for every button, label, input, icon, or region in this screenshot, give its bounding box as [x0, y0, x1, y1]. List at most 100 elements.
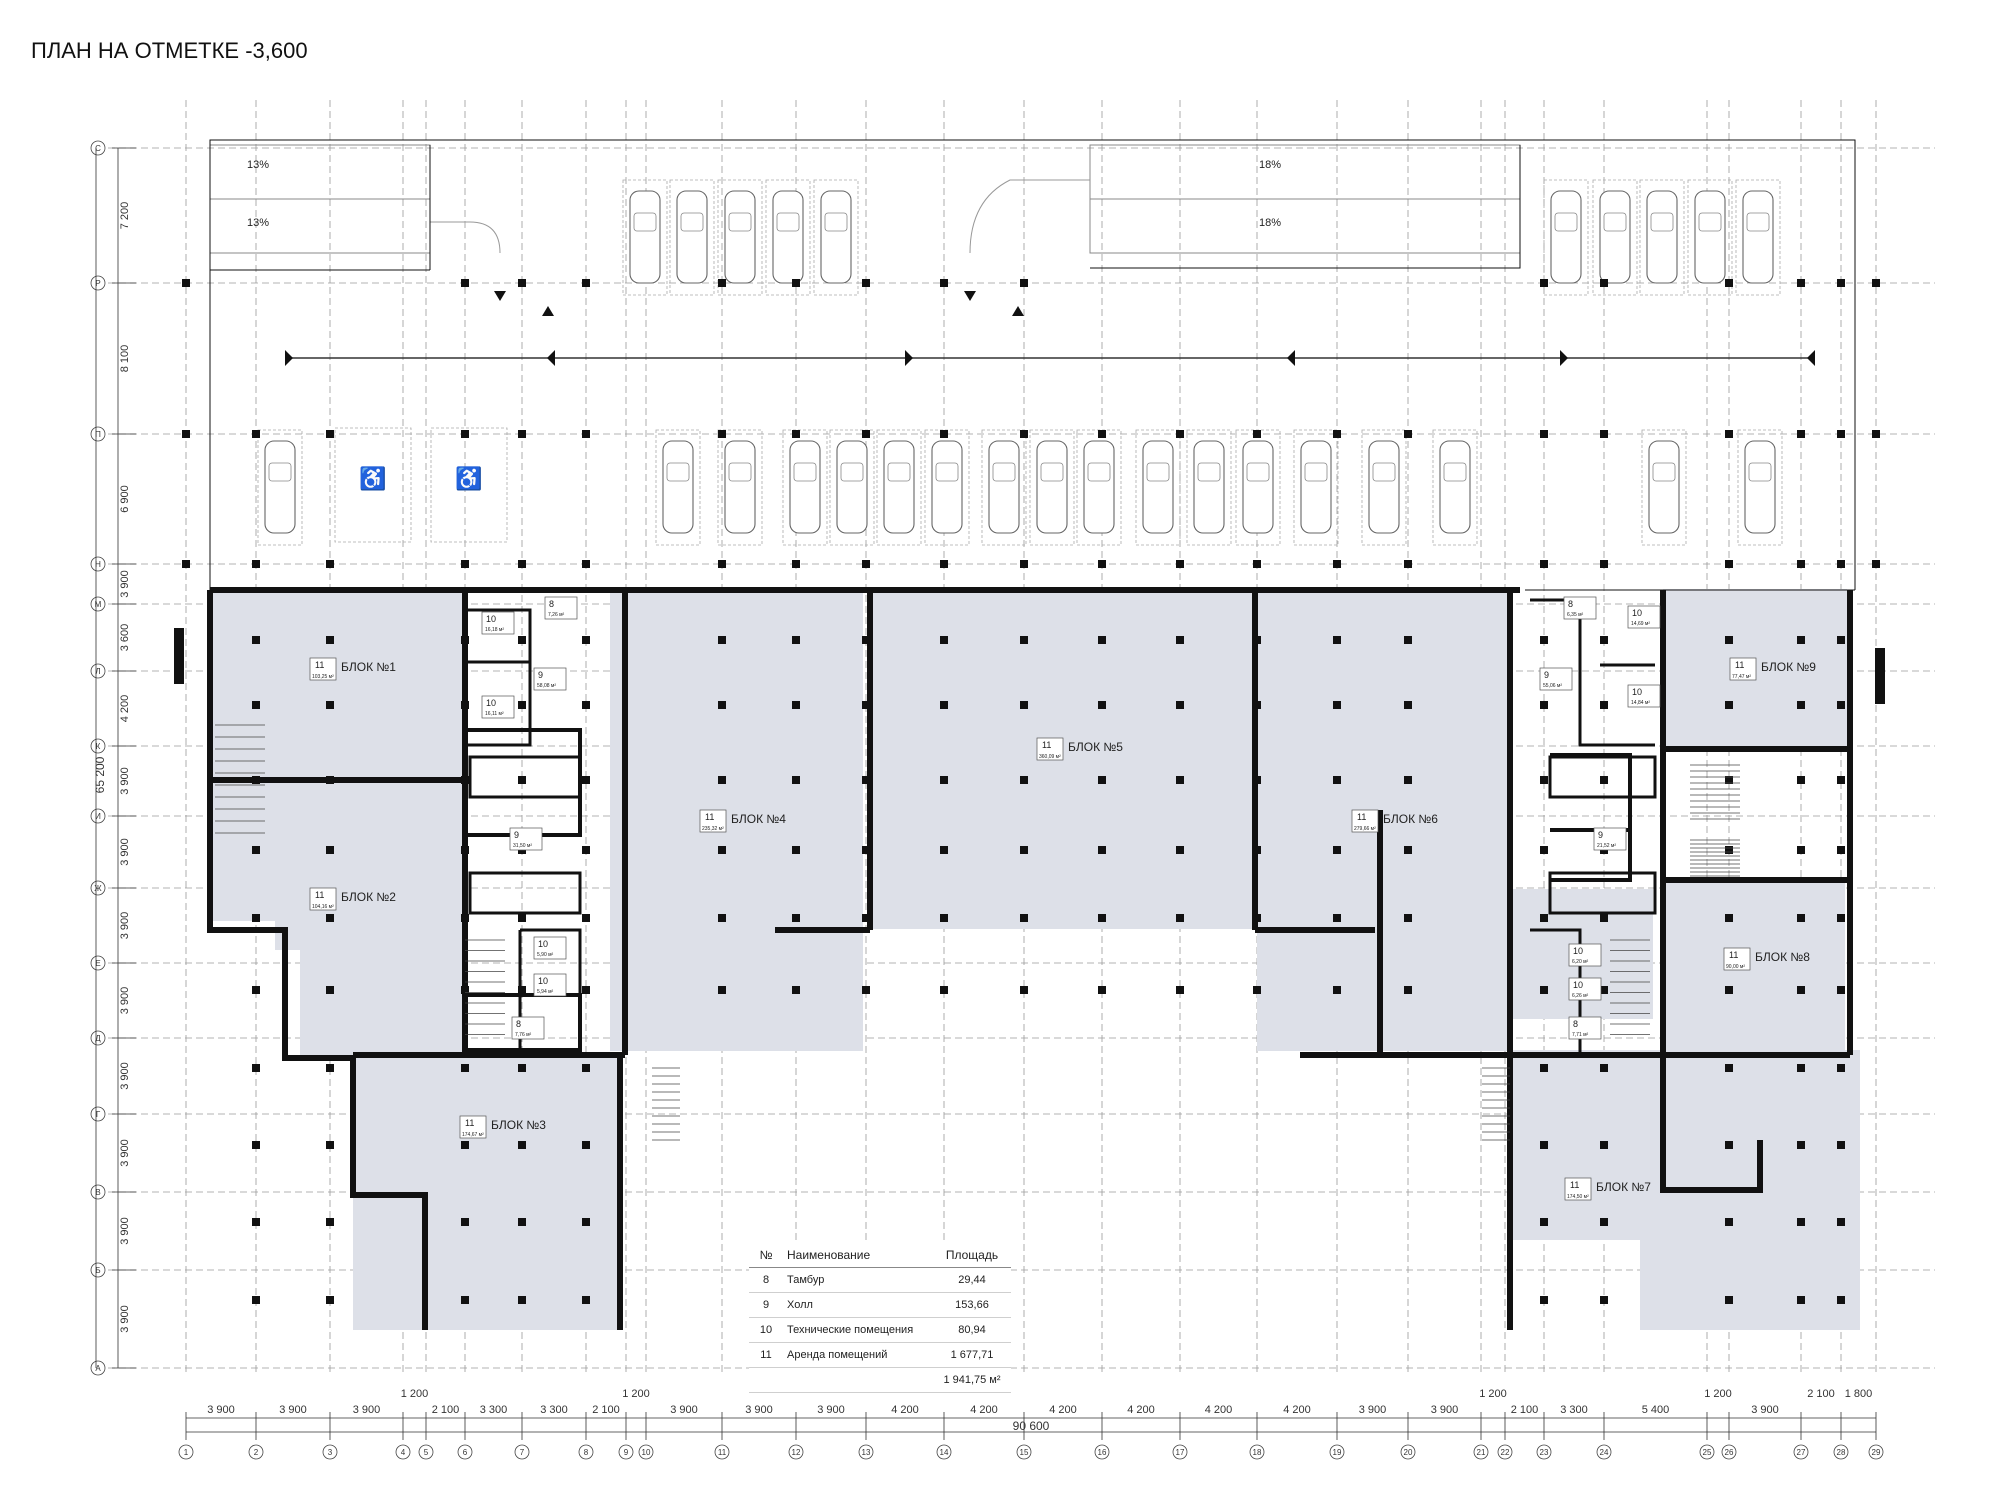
column: [1540, 776, 1548, 784]
room-area: 31,50 м²: [513, 843, 532, 849]
column: [1253, 914, 1261, 922]
row-axis-bubble: [90, 1106, 106, 1122]
accessible-parking-space: [334, 427, 412, 543]
row-axis-label: К: [96, 742, 101, 751]
car-icon: [724, 190, 756, 284]
column: [1725, 279, 1733, 287]
direction-arrow-icon: [547, 350, 555, 366]
column-axis-bubble: [1400, 1444, 1416, 1460]
legend-name: Аренда помещений: [783, 1342, 933, 1368]
column-axis-bubble: [578, 1444, 594, 1460]
column: [461, 986, 469, 994]
column: [1333, 560, 1341, 568]
column: [792, 701, 800, 709]
column-axis-bubble: [457, 1444, 473, 1460]
block-number: 11: [1570, 1180, 1579, 1190]
column: [326, 1141, 334, 1149]
column: [862, 776, 870, 784]
column: [1176, 636, 1184, 644]
block-number: 11: [315, 660, 324, 670]
structural-columns: [182, 279, 1880, 1304]
room-number: 10: [1573, 946, 1583, 956]
car-icon: [1142, 440, 1174, 534]
column: [182, 560, 190, 568]
ramp-curve: [969, 179, 1090, 254]
column: [326, 914, 334, 922]
row-axis-label: И: [95, 812, 101, 821]
column: [461, 1296, 469, 1304]
parking-space: [257, 429, 303, 546]
parking-space: [981, 429, 1027, 546]
partition: [1578, 600, 1655, 747]
elevator: [1548, 755, 1657, 799]
column-axis-label: 16: [1098, 1448, 1107, 1457]
column: [718, 560, 726, 568]
column: [1600, 986, 1608, 994]
column-axis-label: 10: [642, 1448, 651, 1457]
column: [461, 701, 469, 709]
car-icon: [1439, 440, 1471, 534]
column-axis-bubble: [858, 1444, 874, 1460]
column: [252, 560, 260, 568]
column: [252, 1218, 260, 1226]
column: [718, 914, 726, 922]
room-tag: [533, 936, 567, 960]
column: [792, 776, 800, 784]
column: [1837, 1218, 1845, 1226]
car-windshield: [840, 462, 864, 482]
room-area: 58,08 м²: [537, 683, 556, 689]
column: [1600, 1141, 1608, 1149]
block-number: 11: [705, 812, 714, 822]
column-axis-label: 5: [424, 1448, 429, 1457]
column: [1176, 986, 1184, 994]
column-axis-bubble: [1699, 1444, 1715, 1460]
column: [718, 986, 726, 994]
room-tag: [533, 973, 567, 997]
block-number: 11: [465, 1118, 474, 1128]
wall-pier: [174, 628, 184, 684]
room-number: 10: [1632, 608, 1642, 618]
column-spacing-label: 1 800: [1845, 1388, 1873, 1400]
column-axis-label: 28: [1837, 1448, 1846, 1457]
row-spacing-label: 3 900: [119, 987, 131, 1015]
row-spacing-label: 3 900: [119, 1217, 131, 1245]
parking-space: [1293, 429, 1339, 546]
column-axis-bubble: [1793, 1444, 1809, 1460]
column-spacing-label: 3 900: [1431, 1404, 1459, 1416]
car-windshield: [1698, 212, 1722, 232]
column: [1098, 430, 1106, 438]
column: [1253, 636, 1261, 644]
partition: [465, 660, 532, 747]
car-icon: [662, 440, 694, 534]
car-icon: [1646, 190, 1678, 284]
column: [461, 776, 469, 784]
column: [718, 279, 726, 287]
column: [1020, 430, 1028, 438]
column: [461, 846, 469, 854]
legend-num: 8: [749, 1267, 783, 1293]
row-axis-label: В: [95, 1188, 100, 1197]
column: [1872, 430, 1880, 438]
column: [518, 776, 526, 784]
car-icon: [1368, 440, 1400, 534]
car-icon: [883, 440, 915, 534]
rental-block-fills: [210, 589, 1860, 1330]
column: [252, 1141, 260, 1149]
car-windshield: [1040, 462, 1064, 482]
column: [1540, 986, 1548, 994]
car-windshield: [1304, 462, 1328, 482]
car-icon: [1599, 190, 1631, 284]
legend-area: 29,44: [933, 1267, 1011, 1293]
row-spacing-label: 3 900: [119, 1062, 131, 1090]
room-number: 8: [1568, 599, 1573, 609]
block-name: БЛОК №6: [1383, 812, 1438, 826]
block-name: БЛОК №3: [491, 1118, 546, 1132]
block-area: 104,16 м²: [312, 904, 334, 910]
direction-arrow-icon: [494, 291, 506, 301]
overall-width-label: 90 600: [1013, 1419, 1050, 1433]
legend-total: 1 941,75 м²: [933, 1367, 1011, 1393]
column: [582, 846, 590, 854]
column: [940, 636, 948, 644]
row-spacing-label: 3 900: [119, 1305, 131, 1333]
